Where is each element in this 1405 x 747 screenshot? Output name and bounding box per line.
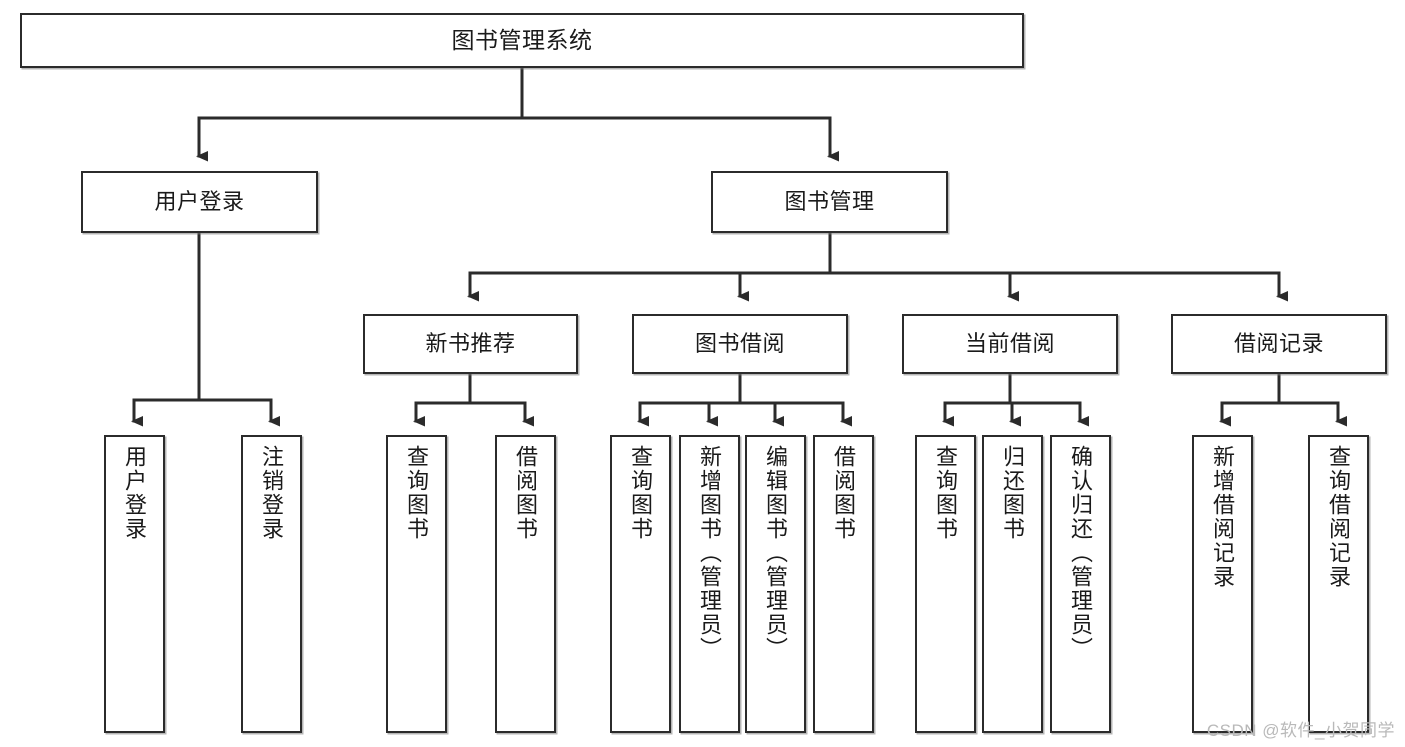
leaf-query-book-current[interactable]: 查询图书 bbox=[915, 435, 976, 733]
node-label: 新书推荐 bbox=[425, 331, 516, 357]
leaf-logout[interactable]: 注销登录 bbox=[241, 435, 302, 733]
leaf-query-borrow-record[interactable]: 查询借阅记录 bbox=[1308, 435, 1369, 733]
node-label: 当前借阅 bbox=[964, 331, 1055, 357]
node-label: 图书借阅 bbox=[694, 331, 785, 357]
node-label: 归还图书 bbox=[1000, 445, 1026, 541]
leaf-add-book-admin[interactable]: 新增图书（管理员） bbox=[679, 435, 740, 733]
node-label: 图书管理系统 bbox=[451, 27, 593, 54]
node-label: 图书管理 bbox=[784, 189, 875, 215]
leaf-query-book-borrow[interactable]: 查询图书 bbox=[610, 435, 671, 733]
node-label: 用户登录 bbox=[122, 445, 148, 541]
node-label: 确认归还（管理员） bbox=[1068, 445, 1094, 661]
node-label: 用户登录 bbox=[154, 189, 245, 215]
leaf-borrow-book[interactable]: 借阅图书 bbox=[813, 435, 874, 733]
node-label: 借阅记录 bbox=[1233, 331, 1324, 357]
leaf-borrow-book-recommend[interactable]: 借阅图书 bbox=[495, 435, 556, 733]
node-label: 查询图书 bbox=[628, 445, 654, 541]
node-user-login[interactable]: 用户登录 bbox=[81, 171, 318, 233]
node-label: 查询借阅记录 bbox=[1326, 445, 1352, 589]
node-root-book-management-system[interactable]: 图书管理系统 bbox=[20, 13, 1024, 68]
leaf-add-borrow-record[interactable]: 新增借阅记录 bbox=[1192, 435, 1253, 733]
leaf-user-login[interactable]: 用户登录 bbox=[104, 435, 165, 733]
node-current-borrowing[interactable]: 当前借阅 bbox=[902, 314, 1118, 374]
node-new-book-recommendation[interactable]: 新书推荐 bbox=[363, 314, 578, 374]
csdn-watermark: CSDN @软件_小贺同学 bbox=[1206, 721, 1395, 740]
node-label: 注销登录 bbox=[259, 445, 285, 541]
node-label: 借阅图书 bbox=[831, 445, 857, 541]
node-label: 新增图书（管理员） bbox=[697, 445, 723, 661]
node-label: 编辑图书（管理员） bbox=[763, 445, 789, 661]
node-label: 借阅图书 bbox=[513, 445, 539, 541]
node-label: 查询图书 bbox=[933, 445, 959, 541]
node-borrowing-record[interactable]: 借阅记录 bbox=[1171, 314, 1387, 374]
leaf-confirm-return-admin[interactable]: 确认归还（管理员） bbox=[1050, 435, 1111, 733]
leaf-return-book[interactable]: 归还图书 bbox=[982, 435, 1043, 733]
node-book-borrowing[interactable]: 图书借阅 bbox=[632, 314, 848, 374]
node-label: 新增借阅记录 bbox=[1210, 445, 1236, 589]
node-label: 查询图书 bbox=[404, 445, 430, 541]
node-book-management[interactable]: 图书管理 bbox=[711, 171, 948, 233]
leaf-query-book-recommend[interactable]: 查询图书 bbox=[386, 435, 447, 733]
leaf-edit-book-admin[interactable]: 编辑图书（管理员） bbox=[745, 435, 806, 733]
